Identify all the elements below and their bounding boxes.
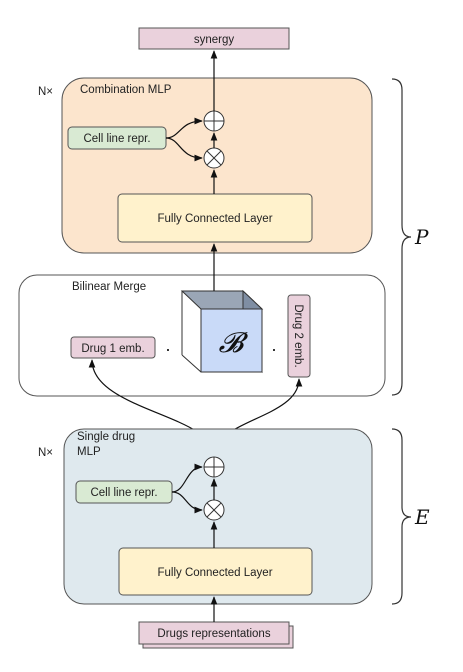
single-drug-title-line1: Single drug [77,431,135,443]
drugs-representations-label: Drugs representations [157,628,270,640]
single-drug-fc-layer-box [118,547,313,596]
encoder-brace-label: E [414,505,430,529]
synergy-label: synergy [194,34,235,46]
single-drug-title-line2: MLP [77,446,101,458]
encoder-brace: E [391,428,430,605]
drug1-embedding-label: Drug 1 emb. [81,343,144,355]
add-circle-icon [203,456,225,478]
predictor-brace-label: P [414,225,429,249]
single-drug-cell-line-label: Cell line repr. [90,487,157,499]
drug2-embedding-box [287,294,311,378]
combination-repeat-label: N× [38,86,53,98]
dot-operator-left: · [165,339,171,359]
synergy-output-box: synergy [138,27,290,50]
combination-fc-layer-box [117,193,313,243]
multiply-circle-icon [203,499,225,521]
drugs-representations-input: Drugs representations [138,621,294,649]
combination-mlp-title: Combination MLP [80,84,172,96]
single-drug-repeat-label: N× [38,447,53,459]
add-circle-icon [203,110,225,132]
drug1-embedding-box [70,336,156,359]
combination-fc-layer-label: Fully Connected Layer [157,213,272,225]
drug2-embedding-label: Drug 2 emb. [292,304,304,367]
multiply-circle-icon [203,147,225,169]
combination-mlp-panel: N× Combination MLP Cell line repr. Fully… [38,77,373,254]
bilinear-merge-panel: Bilinear Merge Drug 1 emb. · 𝓑 · Drug 2 … [18,274,386,397]
dot-operator-right: · [271,339,277,359]
single-drug-mlp-panel: N× Single drug MLP Cell line repr. Fully… [38,428,373,605]
single-drug-fc-layer-label: Fully Connected Layer [157,567,272,579]
predictor-brace: P [391,78,429,396]
bilinear-merge-title: Bilinear Merge [72,281,146,293]
combination-cell-line-label: Cell line repr. [83,133,150,145]
bilinear-tensor-cube: 𝓑 [180,289,264,374]
